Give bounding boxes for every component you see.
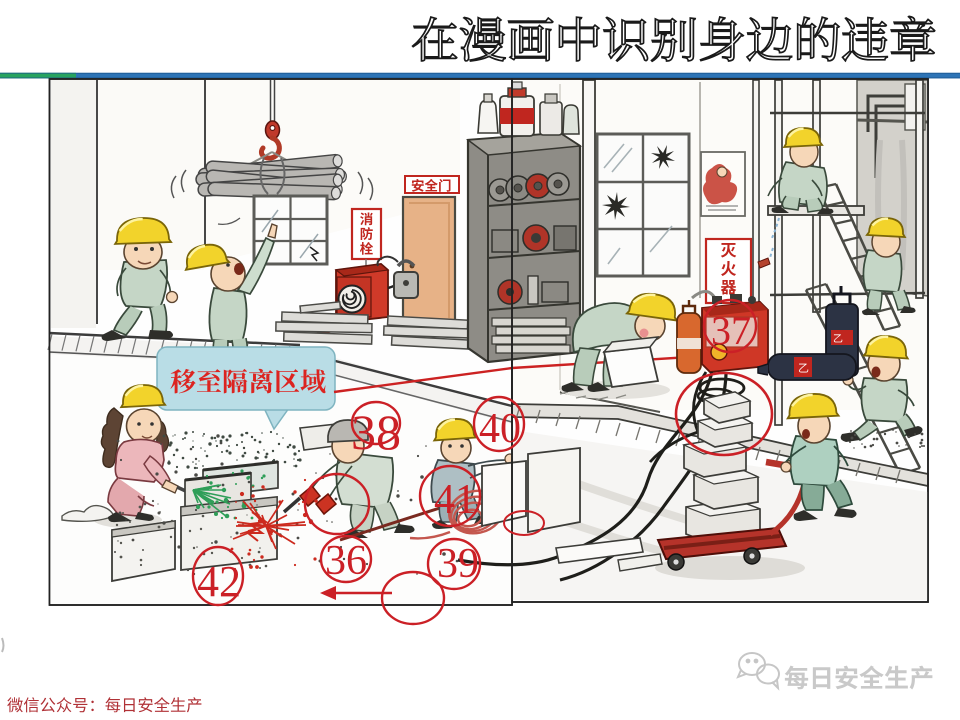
svg-text:38: 38 <box>351 404 401 460</box>
svg-text:42: 42 <box>197 557 241 606</box>
svg-text:37: 37 <box>711 308 751 353</box>
svg-text:40: 40 <box>479 406 521 452</box>
svg-text:39: 39 <box>437 541 479 587</box>
svg-text:41: 41 <box>434 477 476 523</box>
svg-text:36: 36 <box>325 538 367 584</box>
